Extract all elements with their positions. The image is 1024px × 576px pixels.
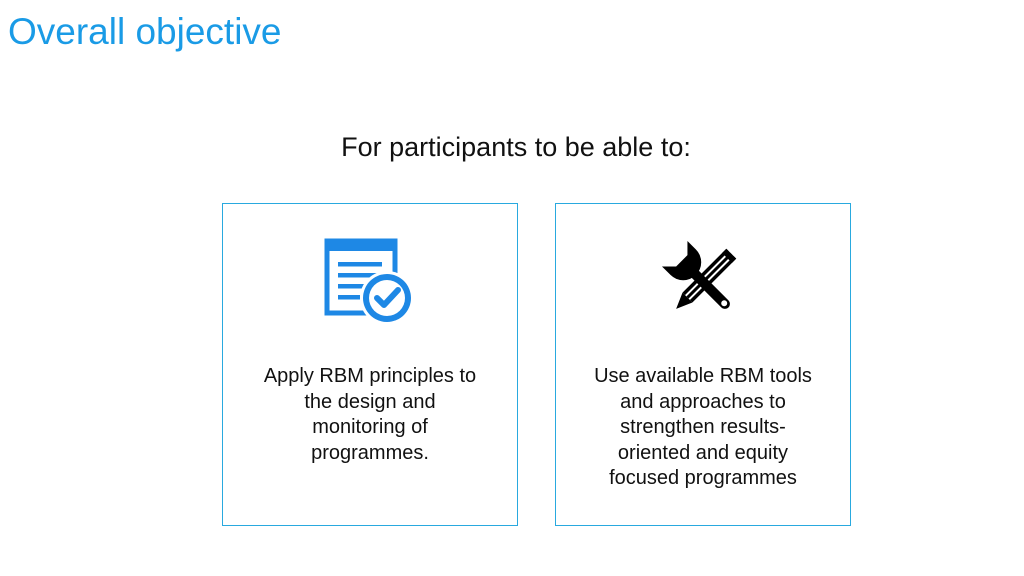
document-checkmark-icon bbox=[223, 236, 517, 330]
slide-title: Overall objective bbox=[8, 11, 282, 52]
slide-subtitle: For participants to be able to: bbox=[341, 132, 691, 162]
objective-text-rbm-principles: Apply RBM principles to the design and m… bbox=[263, 365, 477, 464]
objective-text-rbm-tools: Use available RBM tools and approaches t… bbox=[594, 365, 812, 490]
wrench-pencil-tools-icon bbox=[556, 236, 850, 330]
objective-card-rbm-principles: Apply RBM principles to the design and m… bbox=[222, 203, 518, 526]
objective-card-rbm-tools: Use available RBM tools and approaches t… bbox=[555, 203, 851, 526]
